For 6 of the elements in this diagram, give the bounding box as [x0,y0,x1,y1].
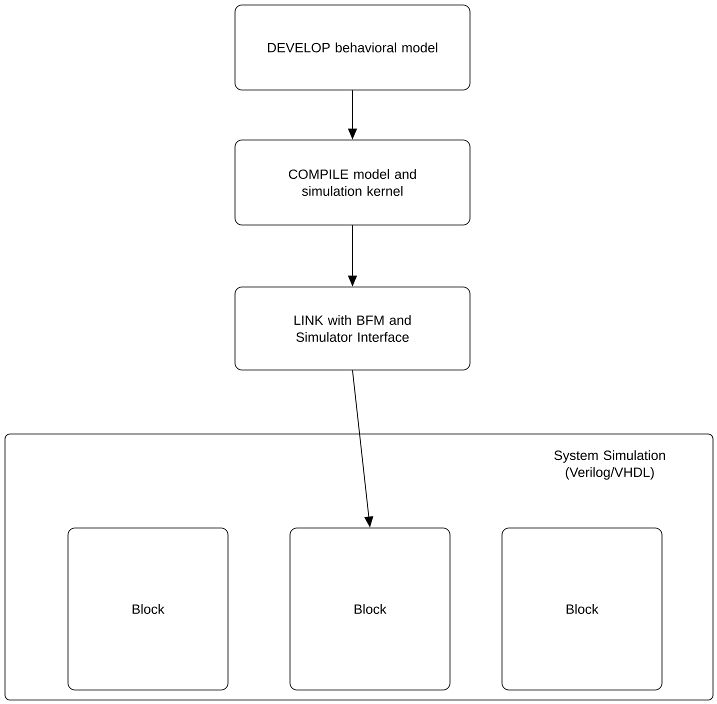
process-box: LINK with BFM and Simulator Interface [234,286,470,370]
block-box: Block [290,528,450,690]
block-box: Block [68,528,228,690]
process-box: COMPILE model and simulation kernel [234,140,470,226]
process-box: DEVELOP behavioral model [234,4,470,90]
block-box: Block [502,528,662,690]
